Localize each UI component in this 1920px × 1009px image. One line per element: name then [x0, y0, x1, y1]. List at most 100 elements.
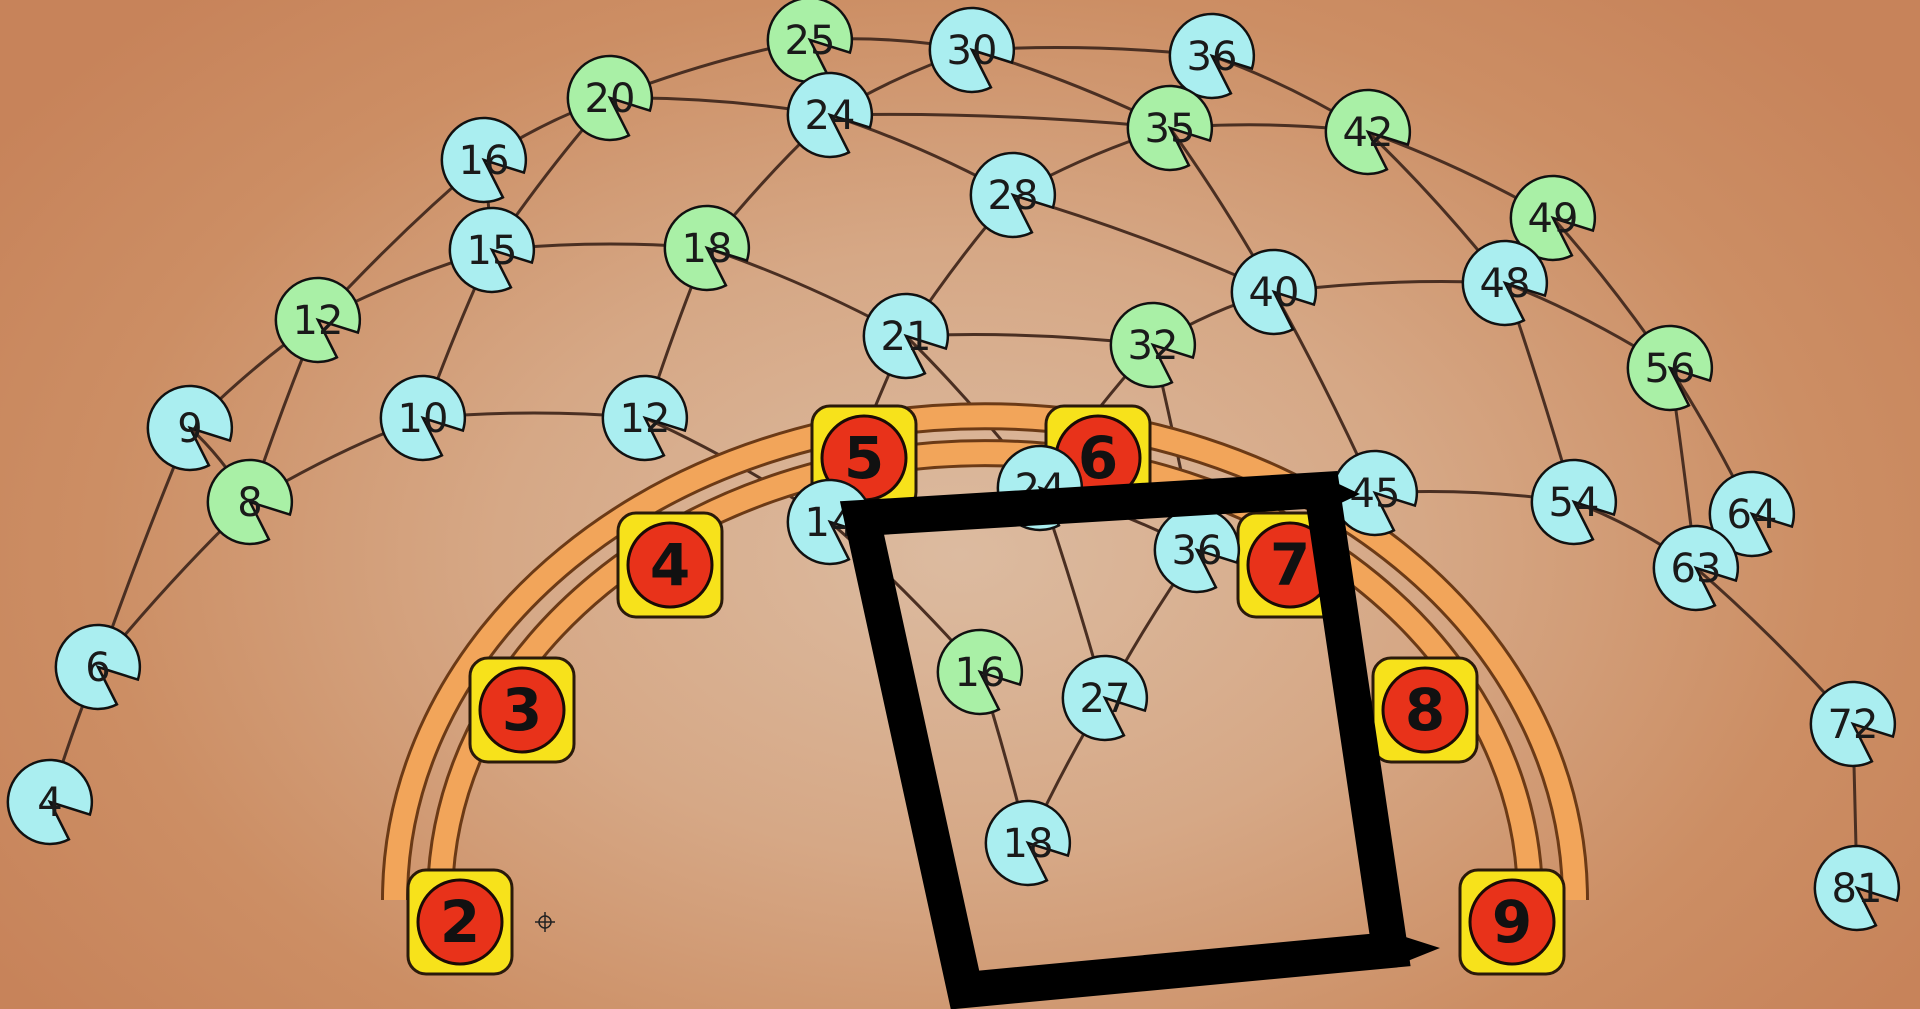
- selection-arrow-tip: [1390, 932, 1440, 968]
- arc-rail: [384, 405, 1586, 901]
- graph-node-label: 56: [1645, 346, 1696, 392]
- graph-node-label: 63: [1671, 546, 1722, 592]
- graph-node-disc: [1324, 88, 1412, 176]
- arc-node-label: 6: [1078, 424, 1118, 492]
- graph-node-label: 64: [1727, 492, 1778, 538]
- graph-node[interactable]: 10: [379, 374, 467, 462]
- graph-node-label: 40: [1249, 270, 1300, 316]
- graph-node-disc: [146, 384, 234, 472]
- graph-node-disc: [1230, 248, 1318, 336]
- graph-node-disc: [6, 758, 94, 846]
- graph-node-label: 27: [1080, 676, 1131, 722]
- arc-node-label: 9: [1492, 888, 1532, 956]
- graph-node[interactable]: 25: [766, 0, 854, 84]
- graph-node-label: 21: [881, 314, 932, 360]
- selection-square[interactable]: [839, 471, 1440, 1009]
- graph-node-disc: [379, 374, 467, 462]
- graph-node-disc: [1109, 301, 1197, 389]
- arc-node[interactable]: 9: [1458, 868, 1566, 976]
- arc-node[interactable]: 8: [1371, 656, 1479, 764]
- graph-node-label: 35: [1145, 106, 1196, 152]
- graph-node[interactable]: 30: [928, 6, 1016, 94]
- arc-node-label: 8: [1405, 676, 1445, 744]
- graph-node-label: 6: [85, 645, 110, 691]
- graph-node[interactable]: 18: [663, 204, 751, 292]
- graph-node[interactable]: 35: [1126, 84, 1214, 172]
- graph-node-label: 24: [805, 93, 856, 139]
- graph-node-disc: [984, 799, 1072, 887]
- graph-node-disc: [1331, 449, 1419, 537]
- graph-node-disc: [1126, 84, 1214, 172]
- graph-node-label: 25: [785, 18, 836, 64]
- graph-node-disc: [440, 116, 528, 204]
- graph-node[interactable]: 40: [1230, 248, 1318, 336]
- graph-node-label: 36: [1172, 528, 1223, 574]
- graph-node-label: 81: [1832, 866, 1883, 912]
- graph-node[interactable]: 56: [1626, 324, 1714, 412]
- graph-node-disc: [1461, 239, 1549, 327]
- graph-node[interactable]: 72: [1809, 680, 1897, 768]
- graph-node[interactable]: 45: [1331, 449, 1419, 537]
- graph-node-disc: [936, 628, 1024, 716]
- arc-node-disc: [416, 878, 504, 966]
- graph-node-disc: [1809, 680, 1897, 768]
- graph-node[interactable]: 16: [440, 116, 528, 204]
- graph-node[interactable]: 6: [54, 623, 142, 711]
- graph-node-label: 72: [1828, 702, 1879, 748]
- arc-node-label: 5: [844, 424, 884, 492]
- graph-node[interactable]: 27: [1061, 654, 1149, 742]
- graph-node[interactable]: 4: [6, 758, 94, 846]
- graph-node-disc: [786, 71, 874, 159]
- graph-node[interactable]: 12: [601, 374, 689, 462]
- graph-node-label: 36: [1187, 34, 1238, 80]
- graph-node[interactable]: 54: [1530, 458, 1618, 546]
- graph-node[interactable]: 16: [936, 628, 1024, 716]
- graph-node-disc: [1652, 524, 1740, 612]
- graph-node-label: 28: [988, 173, 1039, 219]
- graph-node-disc: [1153, 506, 1241, 594]
- graph-edge: [829, 112, 1171, 130]
- graph-node[interactable]: 42: [1324, 88, 1412, 176]
- arc-node[interactable]: 4: [616, 511, 724, 619]
- graph-node[interactable]: 8: [206, 458, 294, 546]
- graph-node-disc: [1509, 174, 1597, 262]
- graph-node[interactable]: 63: [1652, 524, 1740, 612]
- arc-node-label: 7: [1270, 531, 1310, 599]
- graph-node-disc: [1813, 844, 1901, 932]
- graph-node[interactable]: 36: [1168, 12, 1256, 100]
- graph-node-label: 48: [1480, 261, 1531, 307]
- graph-node[interactable]: 18: [984, 799, 1072, 887]
- graph-node[interactable]: 28: [969, 151, 1057, 239]
- crosshair-cursor-icon: [535, 912, 555, 932]
- graph-node[interactable]: 49: [1509, 174, 1597, 262]
- arc-node[interactable]: 3: [468, 656, 576, 764]
- graph-node[interactable]: 12: [274, 276, 362, 364]
- graph-node-disc: [862, 292, 950, 380]
- graph-node[interactable]: 36: [1153, 506, 1241, 594]
- graph-node[interactable]: 21: [862, 292, 950, 380]
- graph-node-label: 12: [293, 298, 344, 344]
- graph-node-label: 18: [1003, 821, 1054, 867]
- graph-node[interactable]: 32: [1109, 301, 1197, 389]
- graph-node-disc: [663, 204, 751, 292]
- graph-node-disc: [566, 54, 654, 142]
- graph-node[interactable]: 24: [786, 71, 874, 159]
- arc-node-label: 4: [650, 531, 690, 599]
- graph-node-label: 18: [682, 226, 733, 272]
- graph-node[interactable]: 20: [566, 54, 654, 142]
- graph-node[interactable]: 48: [1461, 239, 1549, 327]
- graph-node[interactable]: 15: [448, 206, 536, 294]
- graph-node-disc: [766, 0, 854, 84]
- arc-node[interactable]: 2: [406, 868, 514, 976]
- graph-node[interactable]: 9: [146, 384, 234, 472]
- graph-node[interactable]: 81: [1813, 844, 1901, 932]
- graph-node[interactable]: 64: [1708, 470, 1796, 558]
- graph-node-disc: [206, 458, 294, 546]
- graph-node-label: 12: [620, 396, 671, 442]
- graph-node-label: 4: [37, 780, 62, 826]
- graph-node-disc: [928, 6, 1016, 94]
- graph-node-label: 49: [1528, 196, 1579, 242]
